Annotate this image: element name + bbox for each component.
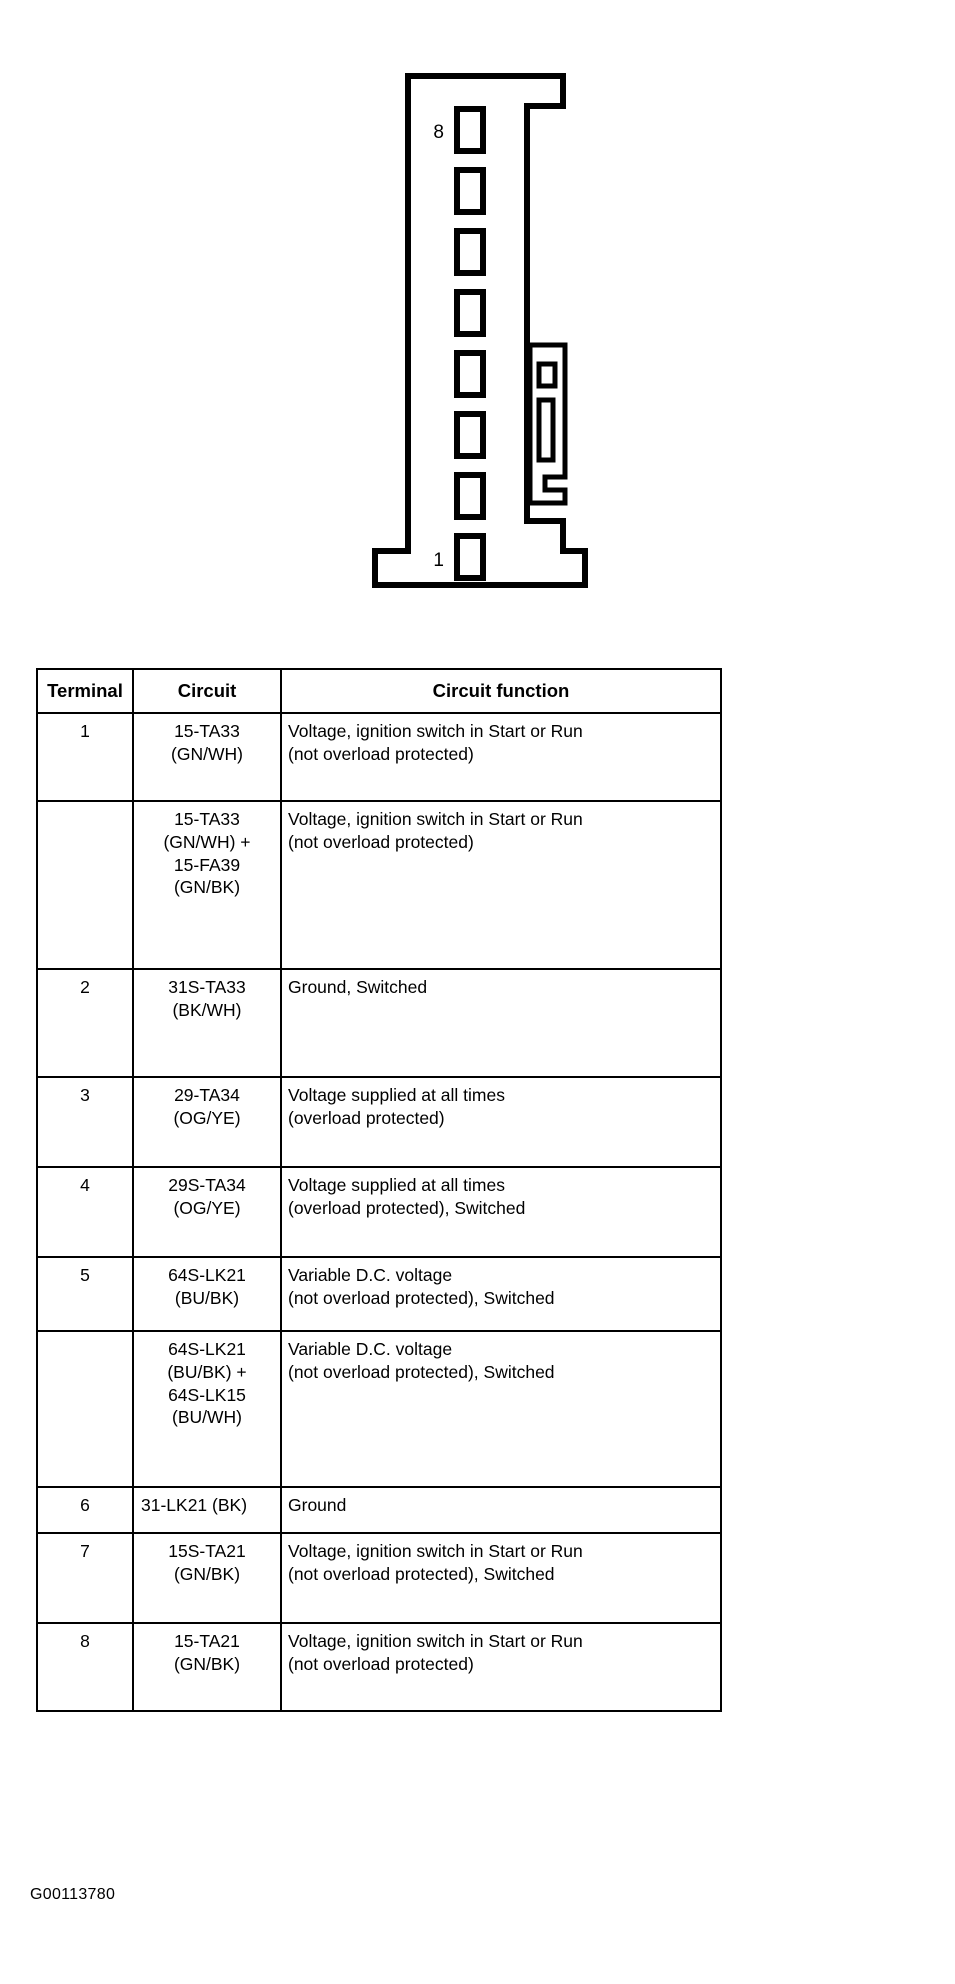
cell-terminal <box>36 800 134 971</box>
connector-outline-svg: 8 1 <box>372 73 588 588</box>
table-header-row: Terminal Circuit Circuit function <box>36 667 722 715</box>
cell-circuit-function: Voltage supplied at all times (overload … <box>280 1166 722 1259</box>
cell-circuit-function: Voltage, ignition switch in Start or Run… <box>280 1532 722 1625</box>
cell-circuit-function: Variable D.C. voltage (not overload prot… <box>280 1330 722 1489</box>
cell-circuit-function: Voltage, ignition switch in Start or Run… <box>280 712 722 803</box>
cell-circuit: 31-LK21 (BK) <box>132 1486 282 1535</box>
cell-circuit-function: Voltage, ignition switch in Start or Run… <box>280 1622 722 1713</box>
cell-terminal: 2 <box>36 968 134 1079</box>
terminal-cavity-3 <box>454 411 486 459</box>
cell-circuit: 29-TA34 (OG/YE) <box>132 1076 282 1169</box>
terminal-cavity-4 <box>454 350 486 398</box>
terminal-cavity-5 <box>454 289 486 337</box>
table-row: 15-TA33 (GN/WH) + 15-FA39 (GN/BK)Voltage… <box>36 800 722 971</box>
cell-terminal: 8 <box>36 1622 134 1713</box>
latch-window-small <box>536 361 558 389</box>
cell-terminal: 4 <box>36 1166 134 1259</box>
cell-terminal: 5 <box>36 1256 134 1333</box>
cell-circuit-function: Voltage supplied at all times (overload … <box>280 1076 722 1169</box>
cell-circuit-function: Variable D.C. voltage (not overload prot… <box>280 1256 722 1333</box>
connector-illustration: 8 1 <box>0 0 955 615</box>
pin-label-8: 8 <box>433 122 444 143</box>
cell-terminal: 3 <box>36 1076 134 1169</box>
latch-slot-tall <box>536 397 556 463</box>
cell-circuit: 29S-TA34 (OG/YE) <box>132 1166 282 1259</box>
cell-circuit: 15-TA33 (GN/WH) + 15-FA39 (GN/BK) <box>132 800 282 971</box>
cell-circuit-function: Voltage, ignition switch in Start or Run… <box>280 800 722 971</box>
table-header: Terminal Circuit Circuit function <box>36 667 722 715</box>
cell-circuit: 15-TA21 (GN/BK) <box>132 1622 282 1713</box>
pin-label-1: 1 <box>433 550 444 571</box>
cell-circuit: 64S-LK21 (BU/BK) <box>132 1256 282 1333</box>
cell-circuit: 31S-TA33 (BK/WH) <box>132 968 282 1079</box>
terminal-cavity-8 <box>454 106 486 154</box>
cell-circuit-function: Ground <box>280 1486 722 1535</box>
table-row: 64S-LK21 (BU/BK) + 64S-LK15 (BU/WH)Varia… <box>36 1330 722 1489</box>
column-header-terminal: Terminal <box>36 667 134 715</box>
terminal-cavity-1 <box>454 533 486 581</box>
cell-circuit: 15-TA33 (GN/WH) <box>132 712 282 803</box>
column-header-circuit: Circuit <box>132 667 282 715</box>
cell-circuit-function: Ground, Switched <box>280 968 722 1079</box>
cell-circuit: 64S-LK21 (BU/BK) + 64S-LK15 (BU/WH) <box>132 1330 282 1489</box>
cell-terminal: 6 <box>36 1486 134 1535</box>
cell-terminal <box>36 1330 134 1489</box>
terminal-cavity-6 <box>454 228 486 276</box>
cell-circuit: 15S-TA21 (GN/BK) <box>132 1532 282 1625</box>
terminal-cavity-2 <box>454 472 486 520</box>
terminal-cavity-7 <box>454 167 486 215</box>
figure-reference-code: G00113780 <box>30 1886 116 1903</box>
column-header-circuit-function: Circuit function <box>280 667 722 715</box>
cell-terminal: 1 <box>36 712 134 803</box>
cell-terminal: 7 <box>36 1532 134 1625</box>
